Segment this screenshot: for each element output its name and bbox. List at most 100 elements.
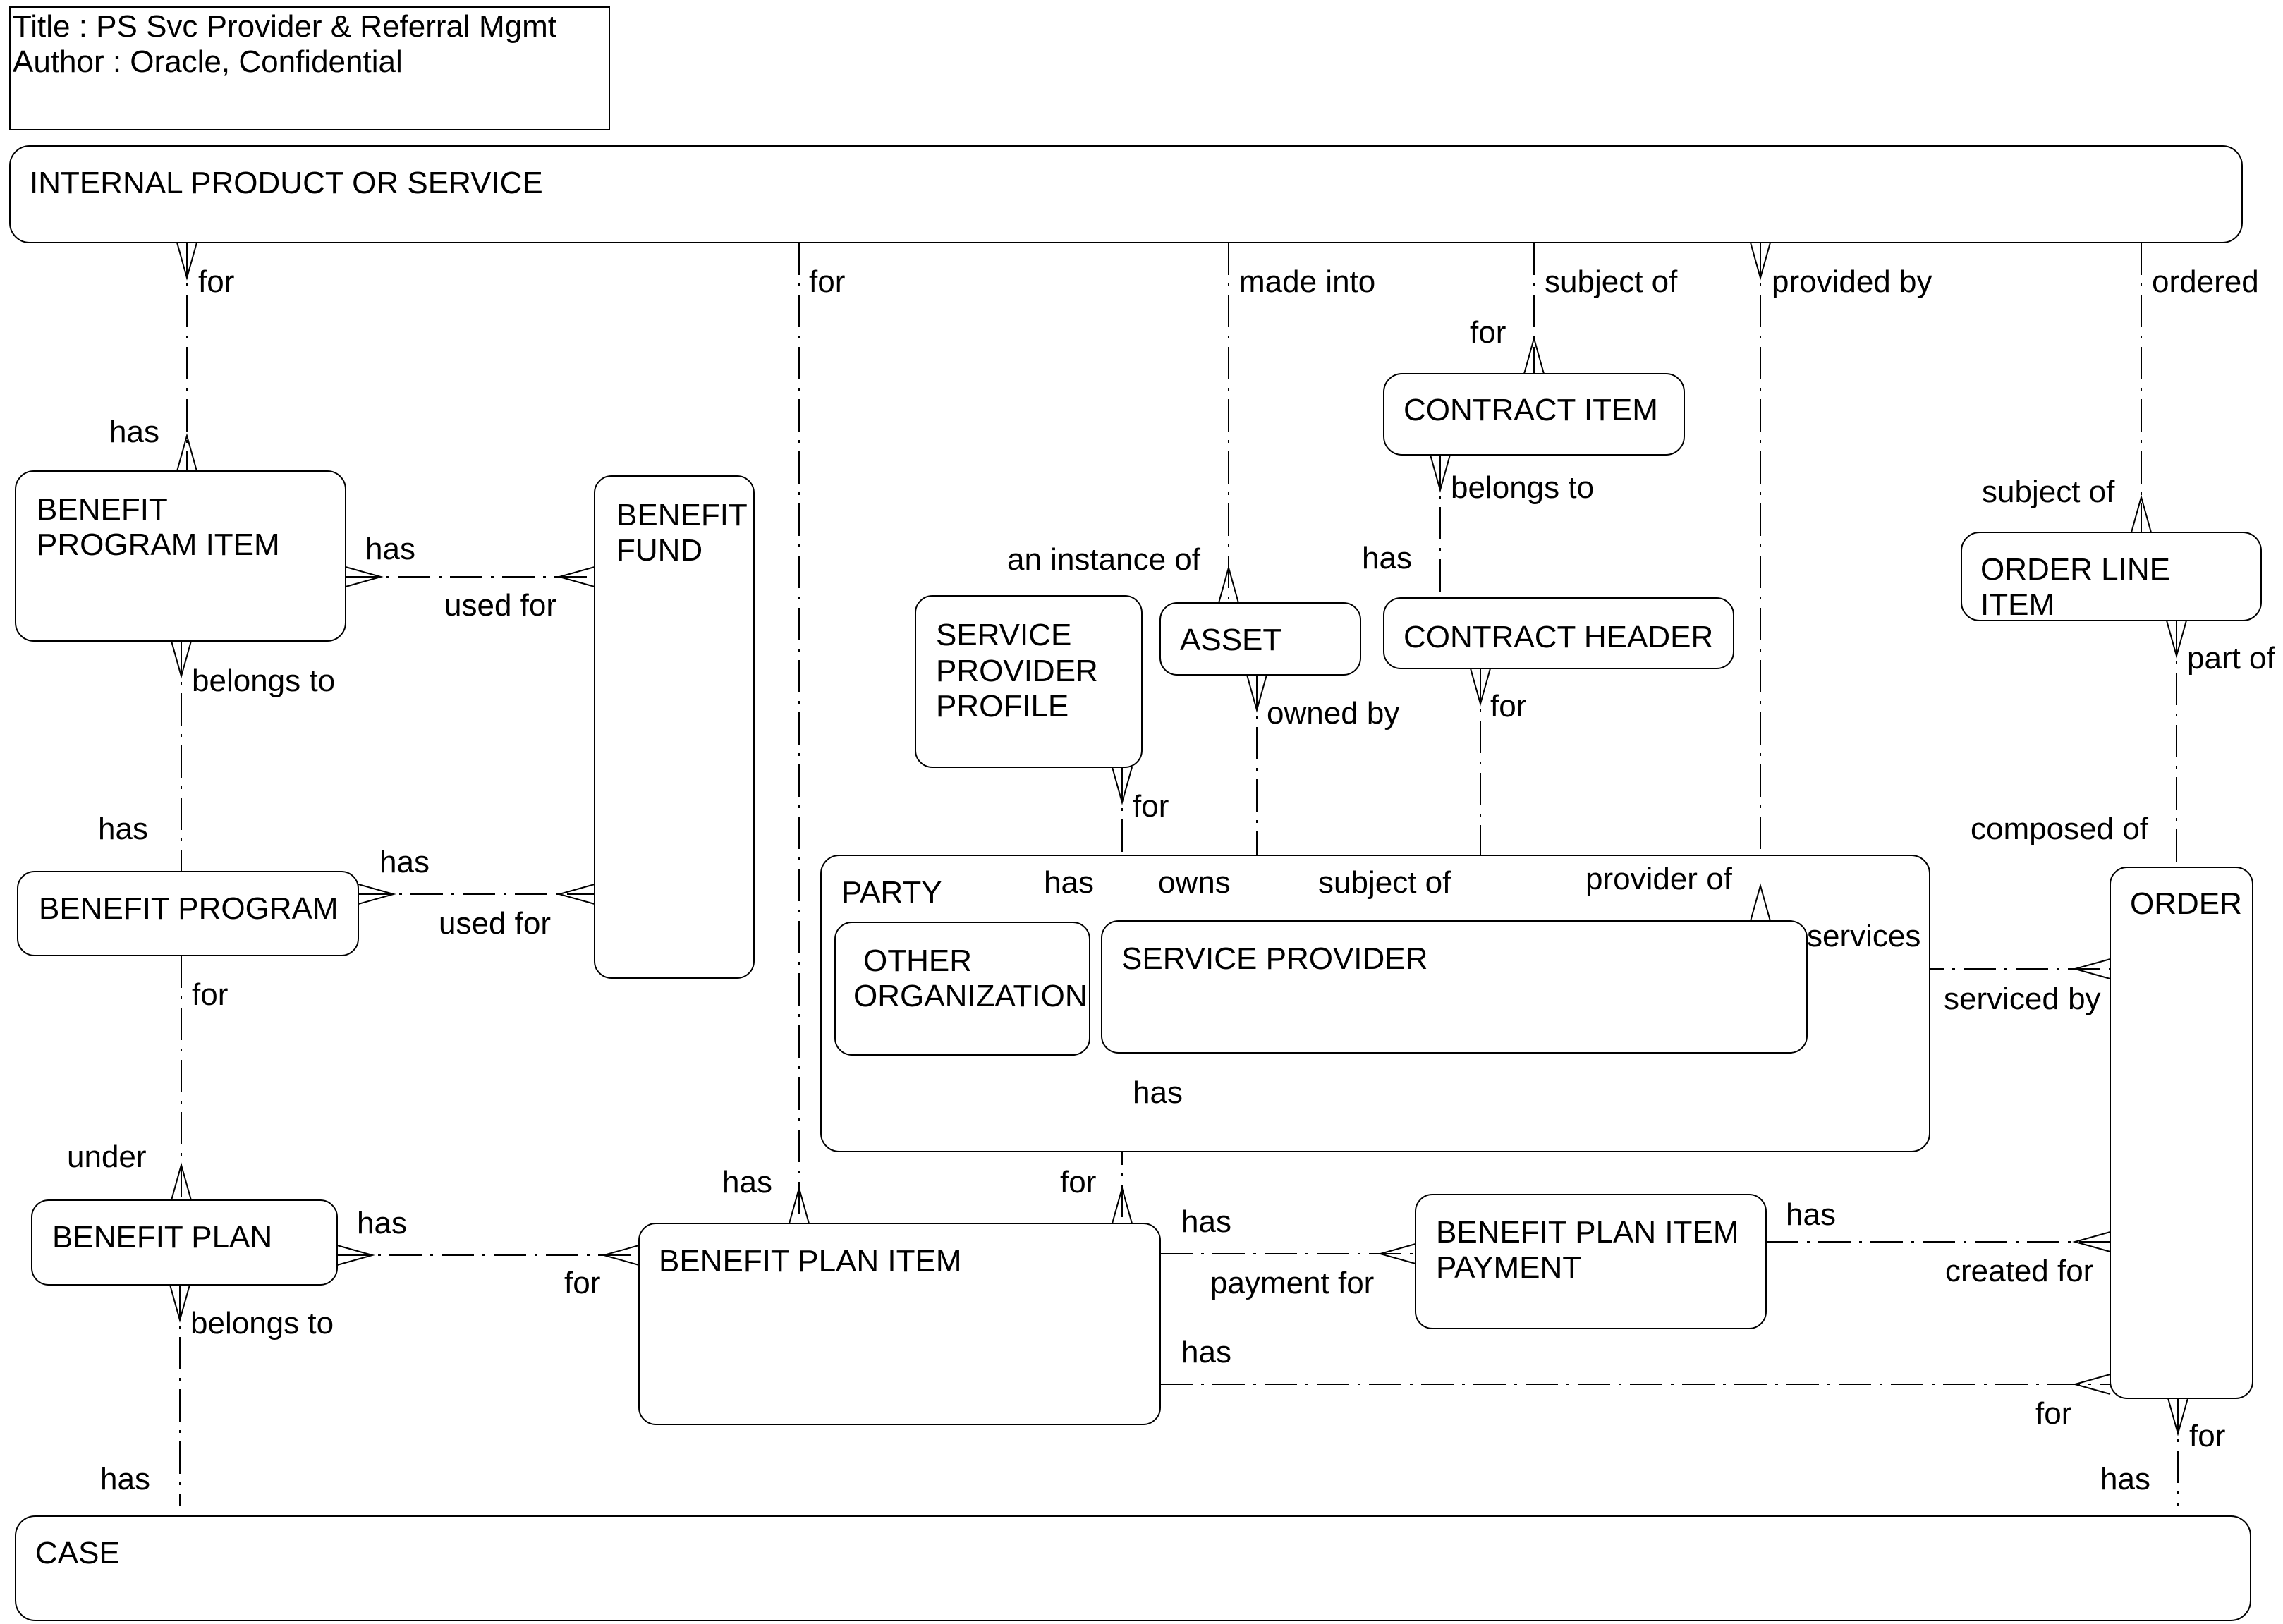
entity-label: BENEFIT PLAN — [52, 1220, 272, 1254]
crow-foot-bpli-top-2 — [1112, 1185, 1133, 1224]
crow-foot-asset-bottom — [1246, 674, 1267, 713]
crow-foot-fund-2 — [556, 884, 595, 905]
crow-foot-plan-right — [336, 1245, 375, 1266]
crow-foot-spp-bottom — [1112, 767, 1133, 805]
entity-label: CONTRACT HEADER — [1404, 620, 1713, 654]
entity-label: BENEFIT PROGRAM — [39, 891, 339, 926]
rel-label: ordered — [2152, 264, 2259, 299]
entity-order-line-item[interactable]: ORDER LINE ITEM — [1961, 532, 2262, 622]
diagram-title: Title : PS Svc Provider & Referral Mgmt — [13, 9, 556, 44]
rel-label: has — [722, 1165, 772, 1199]
crows-feet — [169, 242, 2188, 1436]
entity-label-line1: BENEFIT PLAN ITEM — [1436, 1215, 1739, 1250]
rel-label: subject of — [1318, 865, 1451, 900]
title-box — [9, 6, 610, 130]
rel-label: belongs to — [190, 1306, 334, 1341]
crow-foot-ips-bpi — [176, 242, 197, 281]
entity-label: ASSET — [1180, 623, 1281, 657]
rel-label: has — [109, 415, 159, 449]
crow-foot-sp-top — [1750, 883, 1771, 922]
entity-service-provider[interactable]: SERVICE PROVIDER — [1101, 920, 1808, 1054]
entity-label-line2: FUND — [616, 533, 702, 568]
crow-foot-order-bottom — [2167, 1398, 2188, 1436]
entity-label-line2: PAYMENT — [1436, 1250, 1581, 1285]
entity-benefit-plan-item-payment[interactable]: BENEFIT PLAN ITEM PAYMENT — [1415, 1194, 1767, 1329]
entity-label-line1: BENEFIT — [37, 492, 168, 527]
rel-label: has — [2100, 1462, 2150, 1496]
crow-foot-ci-bottom — [1430, 454, 1451, 493]
entity-service-provider-profile[interactable]: SERVICE PROVIDER PROFILE — [915, 595, 1143, 768]
entity-label-line3: PROFILE — [936, 689, 1069, 724]
entity-label-line2: ITEM — [1980, 587, 2054, 622]
crow-foot-asset-top — [1218, 565, 1239, 604]
rel-label: for — [1133, 789, 1169, 824]
crow-foot-bpi-bottom — [171, 640, 192, 679]
rel-label: for — [2189, 1419, 2225, 1453]
entity-label: PARTY — [841, 875, 942, 910]
entity-label-line1: SERVICE — [936, 618, 1071, 652]
entity-benefit-program[interactable]: BENEFIT PROGRAM — [17, 871, 359, 956]
rel-label: for — [1490, 689, 1526, 724]
rel-label: owned by — [1267, 696, 1399, 731]
entity-label: CONTRACT ITEM — [1404, 393, 1658, 427]
crow-foot-plan-top — [171, 1162, 192, 1201]
rel-label: for — [2035, 1396, 2071, 1431]
entity-benefit-program-item[interactable]: BENEFIT PROGRAM ITEM — [15, 470, 346, 642]
diagram-author: Author : Oracle, Confidential — [13, 44, 403, 79]
entity-internal-product-or-service[interactable]: INTERNAL PRODUCT OR SERVICE — [9, 145, 2243, 243]
rel-label: created for — [1945, 1254, 2093, 1288]
rel-label: has — [1181, 1335, 1231, 1369]
entity-label: ORDER — [2130, 886, 2242, 921]
entity-label: BENEFIT PLAN ITEM — [659, 1244, 962, 1278]
entity-asset[interactable]: ASSET — [1159, 602, 1361, 676]
rel-label: has — [365, 532, 415, 566]
entity-label-line1: OTHER — [863, 944, 972, 978]
entity-benefit-fund[interactable]: BENEFIT FUND — [594, 475, 755, 979]
crow-foot-fund-1 — [556, 566, 595, 587]
rel-label: for — [1060, 1165, 1096, 1199]
rel-label: has — [1786, 1197, 1836, 1232]
entity-label-line2: PROGRAM ITEM — [37, 527, 280, 562]
crow-foot-ci-top — [1523, 336, 1545, 374]
rel-label: part of — [2187, 641, 2276, 676]
crow-foot-plan-bottom — [169, 1284, 190, 1323]
rel-label: made into — [1239, 264, 1375, 299]
crow-foot-bpi-top — [176, 433, 197, 472]
crow-foot-bpi-right — [345, 566, 384, 587]
rel-label: for — [809, 264, 845, 299]
entity-case[interactable]: CASE — [15, 1515, 2251, 1621]
crow-foot-bp-right — [358, 884, 396, 905]
entity-benefit-plan[interactable]: BENEFIT PLAN — [31, 1199, 338, 1286]
entity-other-organization[interactable]: OTHER ORGANIZATION — [834, 922, 1090, 1056]
entity-label-line1: ORDER LINE — [1980, 552, 2170, 587]
rel-label: used for — [439, 906, 551, 941]
entity-contract-header[interactable]: CONTRACT HEADER — [1383, 597, 1734, 669]
entity-order[interactable]: ORDER — [2110, 867, 2253, 1399]
rel-label: belongs to — [192, 664, 335, 698]
crow-foot-order-left-1 — [2072, 958, 2111, 979]
rel-label: an instance of — [1007, 542, 1201, 577]
rel-label: owns — [1158, 865, 1231, 900]
rel-label: used for — [444, 588, 556, 623]
entity-label: SERVICE PROVIDER — [1121, 941, 1427, 976]
rel-label: for — [1470, 315, 1506, 350]
rel-label: provider of — [1585, 862, 1733, 896]
rel-label: serviced by — [1944, 982, 2101, 1016]
rel-label: composed of — [1971, 812, 2149, 846]
crow-foot-bpli-left — [601, 1245, 640, 1266]
relationship-labels: for has for made into subject of for pro… — [67, 264, 2276, 1496]
crow-foot-order-left-2 — [2072, 1231, 2111, 1252]
rel-label: has — [1044, 865, 1094, 900]
rel-label: has — [1362, 541, 1412, 575]
entity-label: INTERNAL PRODUCT OR SERVICE — [30, 166, 543, 200]
entity-benefit-plan-item[interactable]: BENEFIT PLAN ITEM — [638, 1223, 1161, 1425]
rel-label: has — [98, 812, 148, 846]
crow-foot-bpli-top-1 — [789, 1185, 810, 1224]
rel-label: has — [1133, 1075, 1183, 1110]
crow-foot-ch-bottom — [1470, 668, 1491, 707]
crow-foot-ips-sp — [1750, 242, 1771, 281]
rel-label: provided by — [1772, 264, 1932, 299]
entity-label-line2: PROVIDER — [936, 654, 1098, 688]
entity-contract-item[interactable]: CONTRACT ITEM — [1383, 373, 1685, 456]
